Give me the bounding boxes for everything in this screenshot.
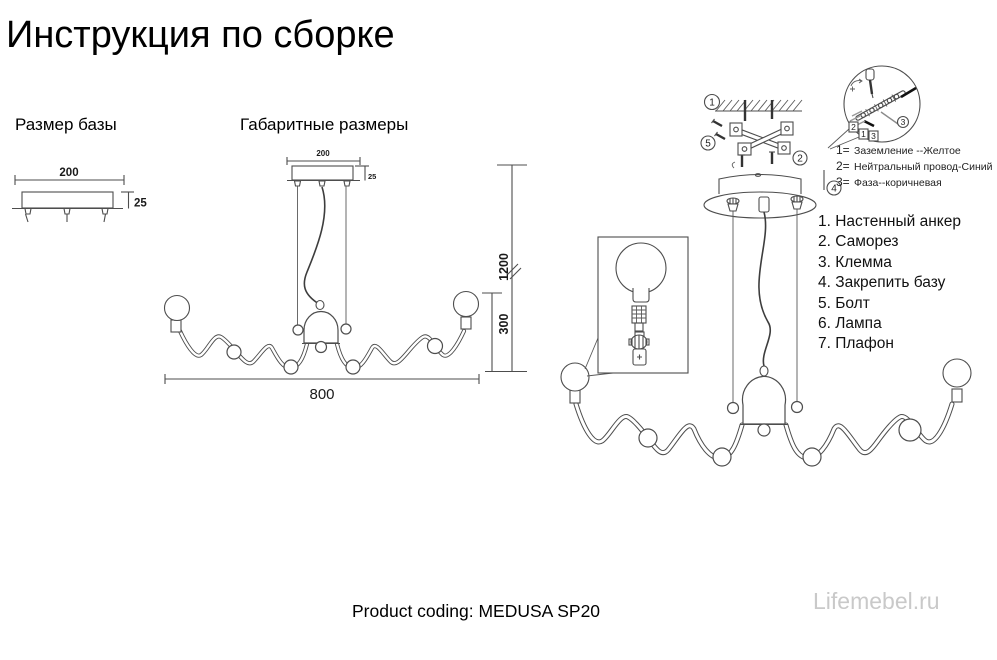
overall-dimensions-drawing: 200 25	[163, 149, 527, 403]
legend-row-phase: 3= Фаза--коричневая	[836, 175, 993, 191]
base-plate-drawing: 200 25	[12, 167, 147, 223]
svg-text:1: 1	[709, 98, 715, 109]
base-width-value: 200	[59, 167, 78, 179]
svg-text:2: 2	[851, 122, 856, 132]
svg-text:4: 4	[831, 184, 837, 195]
terminal-block-icon	[855, 90, 906, 121]
suspension-wires	[297, 186, 347, 326]
assembly-dome	[726, 365, 804, 437]
wire	[863, 119, 875, 128]
body-height-dimension: 300	[482, 292, 511, 372]
canopy-thickness-dimension: 25	[355, 165, 376, 181]
svg-text:1: 1	[861, 129, 866, 139]
body-width-dimension: 800	[164, 374, 480, 403]
legend-num: 2=	[836, 158, 850, 173]
step-marker-5: 5	[700, 135, 716, 151]
svg-text:5: 5	[705, 139, 711, 150]
canopy-thickness-value: 25	[368, 172, 376, 181]
svg-text:3: 3	[901, 117, 906, 127]
arm-spheres	[226, 337, 444, 375]
canopy-sockets	[726, 195, 804, 402]
turn-arrow-icon	[850, 78, 863, 87]
canopy-width-value: 200	[316, 149, 330, 158]
list-item: 7. Плафон	[818, 335, 894, 353]
base-thickness-dimension: 25	[121, 191, 147, 210]
legend-num: 1=	[836, 143, 850, 157]
base-size-label: Размер базы	[15, 115, 117, 134]
screws	[711, 118, 775, 169]
total-height-value: 1200	[497, 253, 511, 281]
end-bulbs	[163, 290, 480, 333]
body-width-value: 800	[309, 386, 334, 403]
parts-list: 1. Настенный анкер 2. Саморез 3. Клемма …	[818, 212, 961, 355]
assembly-arm-spheres	[638, 418, 922, 467]
legend-label: Заземление --Желтое	[854, 145, 961, 157]
step-marker-4: 4	[826, 180, 842, 196]
body-height-value: 300	[497, 314, 511, 335]
screwdriver-icon	[865, 68, 875, 99]
wire	[880, 111, 899, 125]
watermark: Lifemebel.ru	[813, 588, 940, 614]
overall-size-label: Габаритные размеры	[240, 115, 409, 134]
page-title: Инструкция по сборке	[6, 14, 395, 56]
base-width-dimension: 200	[14, 167, 125, 185]
list-item: 3. Клемма	[818, 253, 892, 271]
list-item: 2. Саморез	[818, 233, 899, 251]
legend-label: Фаза--коричневая	[854, 176, 942, 189]
legend-label: Нейтральный провод-Синий	[854, 160, 993, 173]
assembly-diagram: 2 1 3 3 1 5 2	[560, 65, 972, 467]
step-marker-2: 2	[792, 150, 808, 166]
svg-text:3: 3	[871, 131, 876, 141]
list-item: 1. Настенный анкер	[818, 213, 961, 230]
wire-number-2-box: 2	[848, 121, 859, 133]
step-marker-1: 1	[703, 93, 721, 111]
list-item: 5. Болт	[818, 294, 870, 312]
total-height-dimension: 1200	[485, 164, 527, 373]
svg-text:2: 2	[797, 154, 803, 165]
list-item: 4. Закрепить базу	[818, 274, 946, 292]
ceiling-plate	[287, 165, 360, 187]
ceiling-hatch	[715, 99, 803, 121]
list-item: 6. Лампа	[818, 315, 882, 333]
mounting-brackets	[729, 121, 794, 156]
wire-color-legend: 1= Заземление --Желтое 2= Нейтральный пр…	[836, 143, 993, 190]
base-plate-body	[12, 191, 123, 223]
base-thickness-value: 25	[134, 198, 147, 210]
lamp-dome	[292, 299, 352, 354]
bulb-detail-inset	[584, 236, 689, 377]
product-coding: Product coding: MEDUSA SP20	[352, 601, 601, 621]
legend-row-ground: 1= Заземление --Желтое	[836, 143, 993, 159]
phase-wire	[900, 86, 917, 99]
wire-number-1-box: 1	[858, 128, 869, 140]
circled-3-marker: 3	[896, 115, 910, 129]
legend-row-neutral: 2= Нейтральный провод-Синий	[836, 159, 993, 175]
legend-num: 3=	[836, 174, 850, 189]
wire-number-3-box: 3	[868, 130, 879, 142]
terminal-balloon: 2 1 3 3	[827, 65, 921, 150]
assembly-end-bulbs	[560, 358, 972, 404]
canopy-width-dimension: 200	[286, 149, 361, 165]
